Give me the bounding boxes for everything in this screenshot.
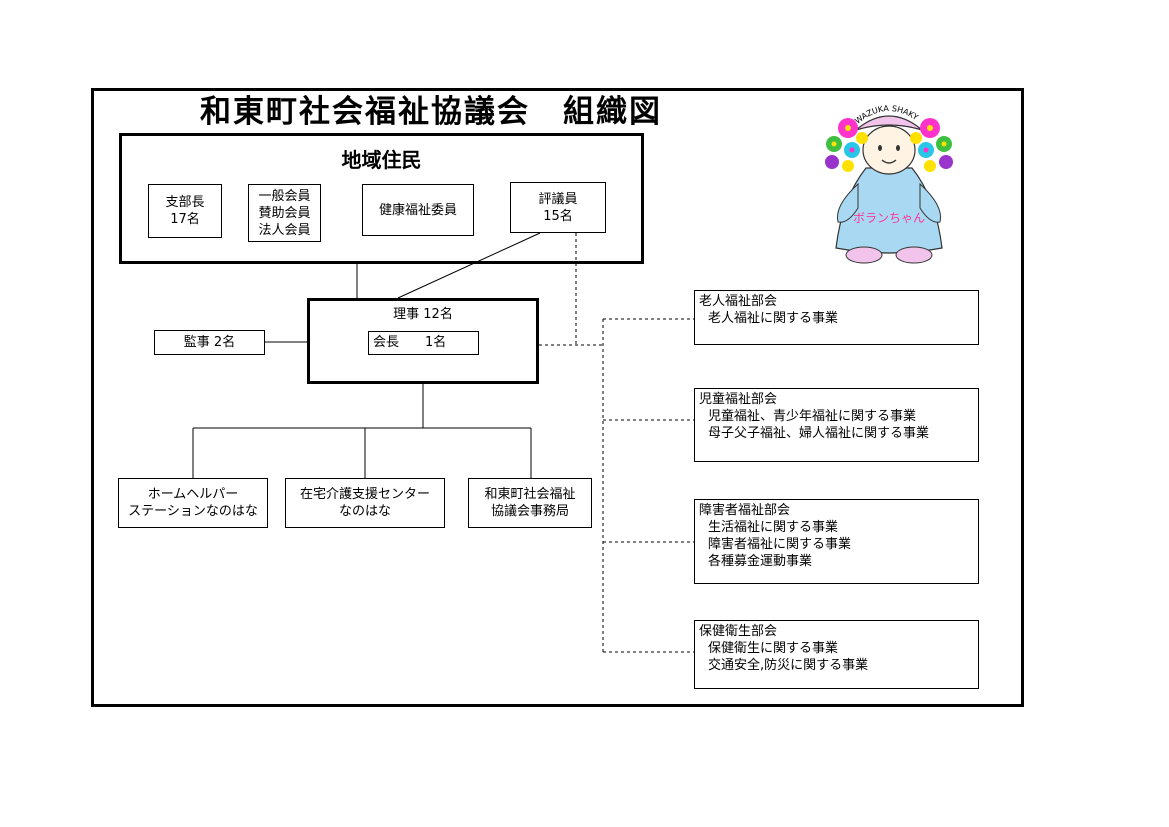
home-helper-station-box: ホームヘルパー ステーションなのはな [118,478,268,528]
secretariat-box: 和東町社会福祉 協議会事務局 [468,478,592,528]
dept-item: 生活福祉に関する事業 [708,520,839,535]
dept-item: 障害者福祉に関する事業 [708,537,852,552]
mascot-eye-left [878,145,882,151]
dept-item: 保健衛生に関する事業 [708,641,839,656]
line-councilor-board [397,232,541,299]
board-title: 理事 12名 [393,307,453,322]
box-line: 健康福祉委員 [378,202,457,218]
dept-item: 母子父子福祉、婦人福祉に関する事業 [708,426,930,441]
mascot-flowers-right [910,118,953,172]
box-line: 法人会員 [258,222,311,238]
dept-item: 児童福祉、青少年福祉に関する事業 [708,409,917,424]
auditor-box: 監事 2名 [154,330,265,355]
box-line: ステーションなのはな [128,504,258,519]
box-line: 17名 [170,212,200,227]
diagram-frame [91,88,1024,707]
box-line: 在宅介護支援センター [299,487,430,502]
health-welfare-committee-box: 健康福祉委員 [362,184,474,236]
mascot-name: ボランちゃん [853,211,925,225]
dept-name: 老人福祉部会 [699,294,778,309]
dept-name: 児童福祉部会 [699,392,778,407]
health-sanitation-dept-box: 保健衛生部会 保健衛生に関する事業 交通安全,防災に関する事業 [694,620,979,689]
chair-box: 会長 1名 [368,331,479,355]
mascot-eye-right [896,145,900,151]
mascot-illustration: WAZUKA SHAKYO ボランちゃん [818,98,953,264]
board-box: 理事 12名 [307,298,539,384]
disability-welfare-dept-box: 障害者福祉部会 生活福祉に関する事業 障害者福祉に関する事業 各種募金運動事業 [694,499,979,584]
mascot-face [862,125,916,175]
dept-item: 老人福祉に関する事業 [708,311,839,326]
box-line: 協議会事務局 [490,504,569,519]
branch-chiefs-box: 支部長 17名 [148,184,222,238]
dept-name: 障害者福祉部会 [699,503,791,518]
box-line: 一般会員 [258,188,311,204]
box-line: 支部長 [165,195,205,210]
box-line: なのはな [338,504,391,519]
box-line: 賛助会員 [258,205,311,221]
councilors-box: 評議員 15名 [510,182,606,233]
region-title: 地域住民 [341,148,422,172]
box-line: 和東町社会福祉 [484,487,576,502]
mascot-sleeve-right [919,182,942,223]
child-welfare-dept-box: 児童福祉部会 児童福祉、青少年福祉に関する事業 母子父子福祉、婦人福祉に関する事… [694,388,979,462]
box-line: ホームヘルパー [147,487,239,502]
box-line: 評議員 [538,191,578,207]
dept-item: 各種募金運動事業 [708,554,813,569]
dept-name: 保健衛生部会 [699,624,778,639]
mascot-flowers-left [825,118,868,172]
mascot-shoe-left [845,246,883,264]
region-box: 地域住民 [119,133,644,264]
auditor-label: 監事 2名 [183,335,236,350]
mascot-sleeve-left [836,182,859,223]
mascot-mouth [881,159,897,164]
page-title: 和東町社会福祉協議会 組織図 [200,94,662,130]
mascot-shoe-right [895,246,933,264]
dept-item: 交通安全,防災に関する事業 [708,658,869,673]
chair-label: 会長 1名 [373,335,447,350]
box-line: 15名 [543,208,573,224]
members-box: 一般会員 賛助会員 法人会員 [248,184,321,242]
home-care-support-center-box: 在宅介護支援センター なのはな [285,478,445,528]
elderly-welfare-dept-box: 老人福祉部会 老人福祉に関する事業 [694,290,979,345]
